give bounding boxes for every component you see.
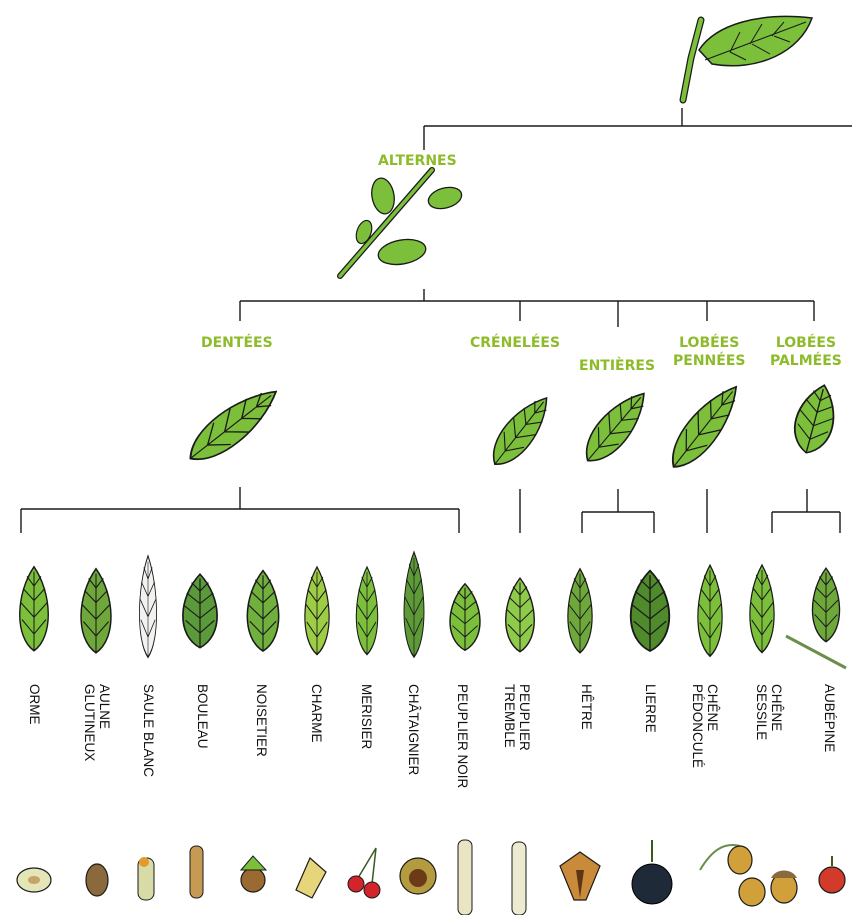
- category-lobees-pennees: LOBÉES PENNÉES: [673, 334, 745, 370]
- crenate-leaf-icon: [483, 389, 558, 474]
- root-twig-leaf-icon: [683, 16, 812, 100]
- wild-cherry-leaf-icon: [356, 567, 377, 655]
- species-saule-blanc: SAULE BLANC: [132, 684, 166, 834]
- ivy-leaf-icon: [631, 571, 670, 652]
- category-lobees-palmees-line1: LOBÉES: [770, 334, 842, 352]
- species-aubepine: AUBÉPINE: [813, 684, 847, 834]
- chestnut-burr-icon: [400, 858, 436, 894]
- hornbeam-fruit-icon: [296, 858, 326, 898]
- species-charme: CHARME: [300, 684, 334, 834]
- category-entieres: ENTIÈRES: [579, 357, 655, 375]
- connector-lines: [21, 108, 852, 533]
- elm-samara-icon: [17, 868, 51, 892]
- acorn-icon: [700, 845, 765, 906]
- hawthorn-leaf-icon: [812, 568, 839, 642]
- alder-cone-icon: [86, 864, 108, 896]
- haw-berry-icon: [819, 856, 845, 893]
- species-label: MERISIER: [350, 684, 384, 834]
- beechnut-icon: [560, 852, 600, 900]
- category-lobees-pennees-line1: LOBÉES: [673, 334, 745, 352]
- beech-leaf-icon: [568, 569, 592, 653]
- aspen-leaf-icon: [506, 578, 535, 652]
- sessile-oak-leaf-icon: [750, 565, 774, 653]
- species-merisier: MERISIER: [350, 684, 384, 834]
- species-label: CHARME: [300, 684, 334, 834]
- species-lierre: LIERRE: [634, 684, 668, 834]
- alternate-twig-icon: [340, 170, 464, 276]
- palmate-lobed-leaf-icon: [788, 380, 842, 457]
- species-label: NOISETIER: [245, 684, 279, 834]
- category-lobees-pennees-line2: PENNÉES: [673, 352, 745, 370]
- species-label: CHÂTAIGNIER: [397, 684, 431, 834]
- pinnate-lobed-leaf-icon: [661, 377, 748, 476]
- species-bouleau: BOULEAU: [186, 684, 220, 834]
- category-crenelees: CRÉNELÉES: [470, 334, 560, 352]
- species-noisetier: NOISETIER: [245, 684, 279, 834]
- category-lobees-palmees-line2: PALMÉES: [770, 352, 842, 370]
- pedunculate-oak-leaf-icon: [698, 565, 722, 656]
- ivy-berry-cluster-icon: [632, 840, 672, 904]
- alder-leaf-icon: [81, 569, 111, 653]
- black-poplar-catkin-icon: [458, 840, 472, 915]
- birch-leaf-icon: [183, 574, 217, 648]
- hazelnut-icon: [241, 856, 266, 892]
- species-label: HÊTRE: [570, 684, 604, 834]
- chestnut-leaf-icon: [404, 552, 424, 657]
- willow-catkin-icon: [138, 857, 154, 900]
- acorn-sessile-icon: [771, 871, 797, 904]
- toothed-leaf-icon: [180, 379, 286, 472]
- category-lobees-palmees: LOBÉES PALMÉES: [770, 334, 842, 370]
- species-label: PEUPLIER NOIR: [446, 684, 480, 834]
- species-label: SAULE BLANC: [132, 684, 166, 834]
- category-dentees: DENTÉES: [201, 334, 273, 352]
- species-label: ORME: [18, 684, 52, 834]
- species-hetre: HÊTRE: [570, 684, 604, 834]
- species-label: AUBÉPINE: [813, 684, 847, 834]
- cherry-icon: [348, 848, 380, 898]
- black-poplar-leaf-icon: [450, 584, 480, 651]
- species-chataignier: CHÂTAIGNIER: [397, 684, 431, 834]
- birch-catkin-icon: [190, 846, 203, 898]
- aspen-catkin-icon: [512, 842, 526, 915]
- elm-leaf-icon: [20, 567, 49, 651]
- hazel-leaf-icon: [247, 571, 278, 652]
- species-label: BOULEAU: [186, 684, 220, 834]
- hornbeam-leaf-icon: [305, 567, 329, 655]
- species-orme: ORME: [18, 684, 52, 834]
- willow-leaf-icon: [139, 556, 156, 658]
- category-alternes: ALTERNES: [378, 152, 457, 170]
- entire-leaf-icon: [576, 383, 656, 470]
- species-peuplier-noir: PEUPLIER NOIR: [446, 684, 480, 834]
- species-label: LIERRE: [634, 684, 668, 834]
